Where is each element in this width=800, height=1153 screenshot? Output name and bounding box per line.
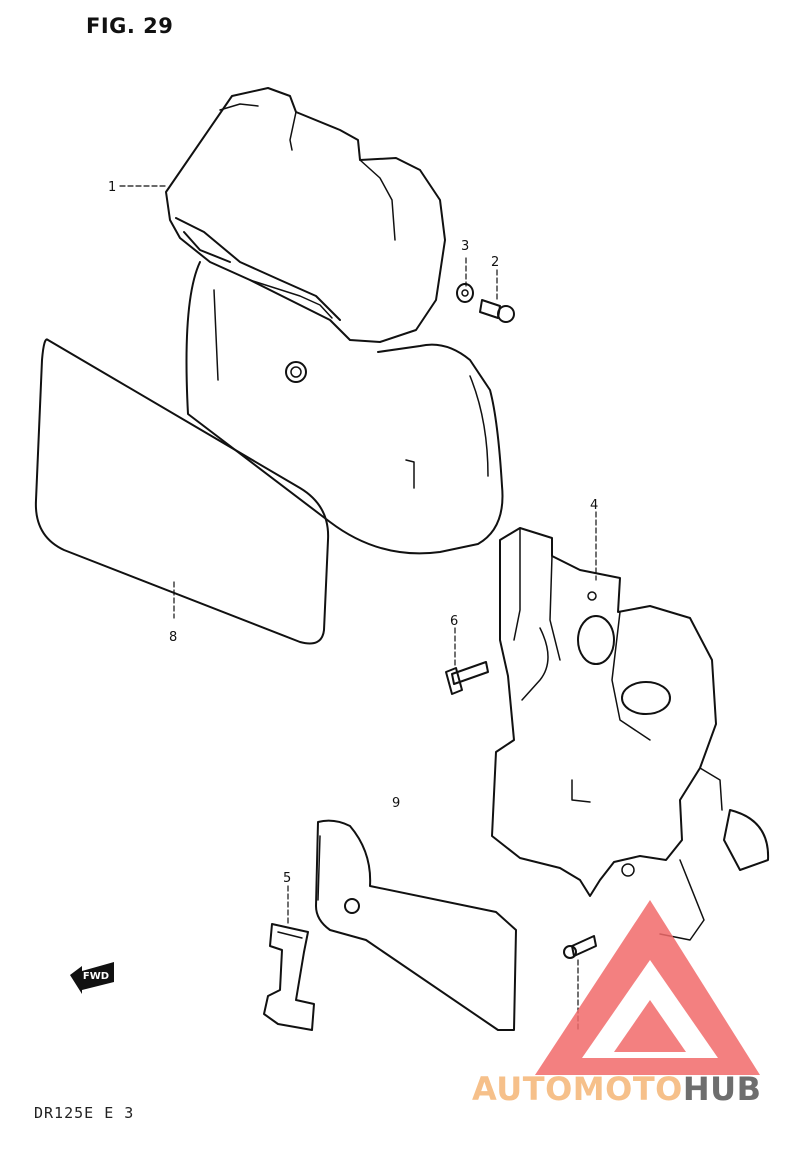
callout-9: 9 (392, 796, 400, 811)
headlight-shell (185, 261, 504, 555)
bolt-lower (563, 935, 597, 959)
callout-1: 1 (108, 180, 116, 195)
callout-labels: 1 2 3 4 5 6 8 9 (108, 180, 598, 886)
callout-5: 5 (283, 871, 291, 886)
watermark-text: AUTOMOTOHUB (472, 1070, 762, 1108)
callout-4: 4 (590, 498, 598, 513)
watermark-logo (535, 900, 760, 1075)
bolt-part-6 (445, 661, 489, 695)
figure-title: FIG. 29 (86, 14, 174, 38)
direction-label: FWD (83, 971, 109, 982)
screw-part-2 (479, 299, 515, 323)
model-code: DR125E E 3 (34, 1104, 135, 1122)
washer-part-3 (456, 283, 474, 303)
headlight-housing (165, 87, 446, 343)
direction-arrow: FWD (70, 962, 114, 994)
callout-3: 3 (461, 239, 469, 254)
watermark-text-part2: HUB (682, 1070, 762, 1108)
watermark-text-part1: AUTOMOTO (472, 1070, 683, 1108)
callout-2: 2 (491, 255, 499, 270)
number-plate (315, 819, 517, 1031)
callout-6: 6 (450, 614, 458, 629)
callout-8: 8 (169, 630, 177, 645)
mounting-bracket (491, 527, 770, 941)
headlight-lens (34, 338, 330, 645)
fastening-clip (263, 923, 315, 1031)
